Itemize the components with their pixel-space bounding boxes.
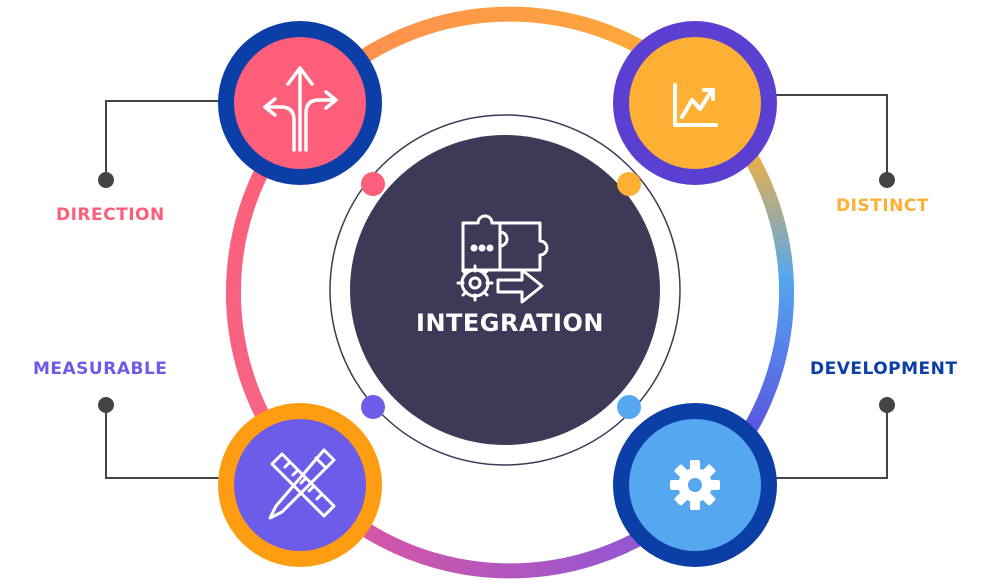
node-measurable bbox=[218, 403, 382, 567]
connector-dots bbox=[98, 172, 895, 413]
pencil-ruler-icon bbox=[268, 448, 336, 520]
label-development: DEVELOPMENT bbox=[810, 359, 958, 379]
puzzle-gear-arrow-icon bbox=[456, 214, 549, 304]
hub-outline bbox=[329, 114, 681, 466]
hub-dot-bottom-left bbox=[361, 395, 385, 419]
split-arrows-icon bbox=[263, 66, 338, 152]
connector-direction bbox=[105, 100, 222, 180]
node-distinct bbox=[613, 21, 777, 185]
connector-dot bbox=[98, 172, 114, 188]
connector-development bbox=[775, 405, 888, 479]
connectors bbox=[105, 94, 888, 479]
connector-dot bbox=[98, 397, 114, 413]
connector-measurable bbox=[105, 405, 222, 479]
ring-arc-right bbox=[733, 135, 795, 450]
label-direction: DIRECTION bbox=[56, 205, 165, 225]
center-title: INTEGRATION bbox=[416, 309, 604, 337]
label-measurable: MEASURABLE bbox=[33, 359, 168, 379]
node-development bbox=[613, 403, 777, 567]
ring-arc-left bbox=[225, 135, 287, 450]
connector-dot bbox=[879, 172, 895, 188]
growth-chart-icon bbox=[673, 83, 718, 127]
gear-icon bbox=[670, 460, 720, 510]
hub-dot-bottom-right bbox=[617, 395, 641, 419]
hub-dot-top-right bbox=[617, 172, 641, 196]
node-direction bbox=[218, 21, 382, 185]
connector-distinct bbox=[775, 94, 888, 180]
hub-dot-top-left bbox=[361, 172, 385, 196]
connector-dot bbox=[879, 397, 895, 413]
label-distinct: DISTINCT bbox=[836, 196, 929, 216]
